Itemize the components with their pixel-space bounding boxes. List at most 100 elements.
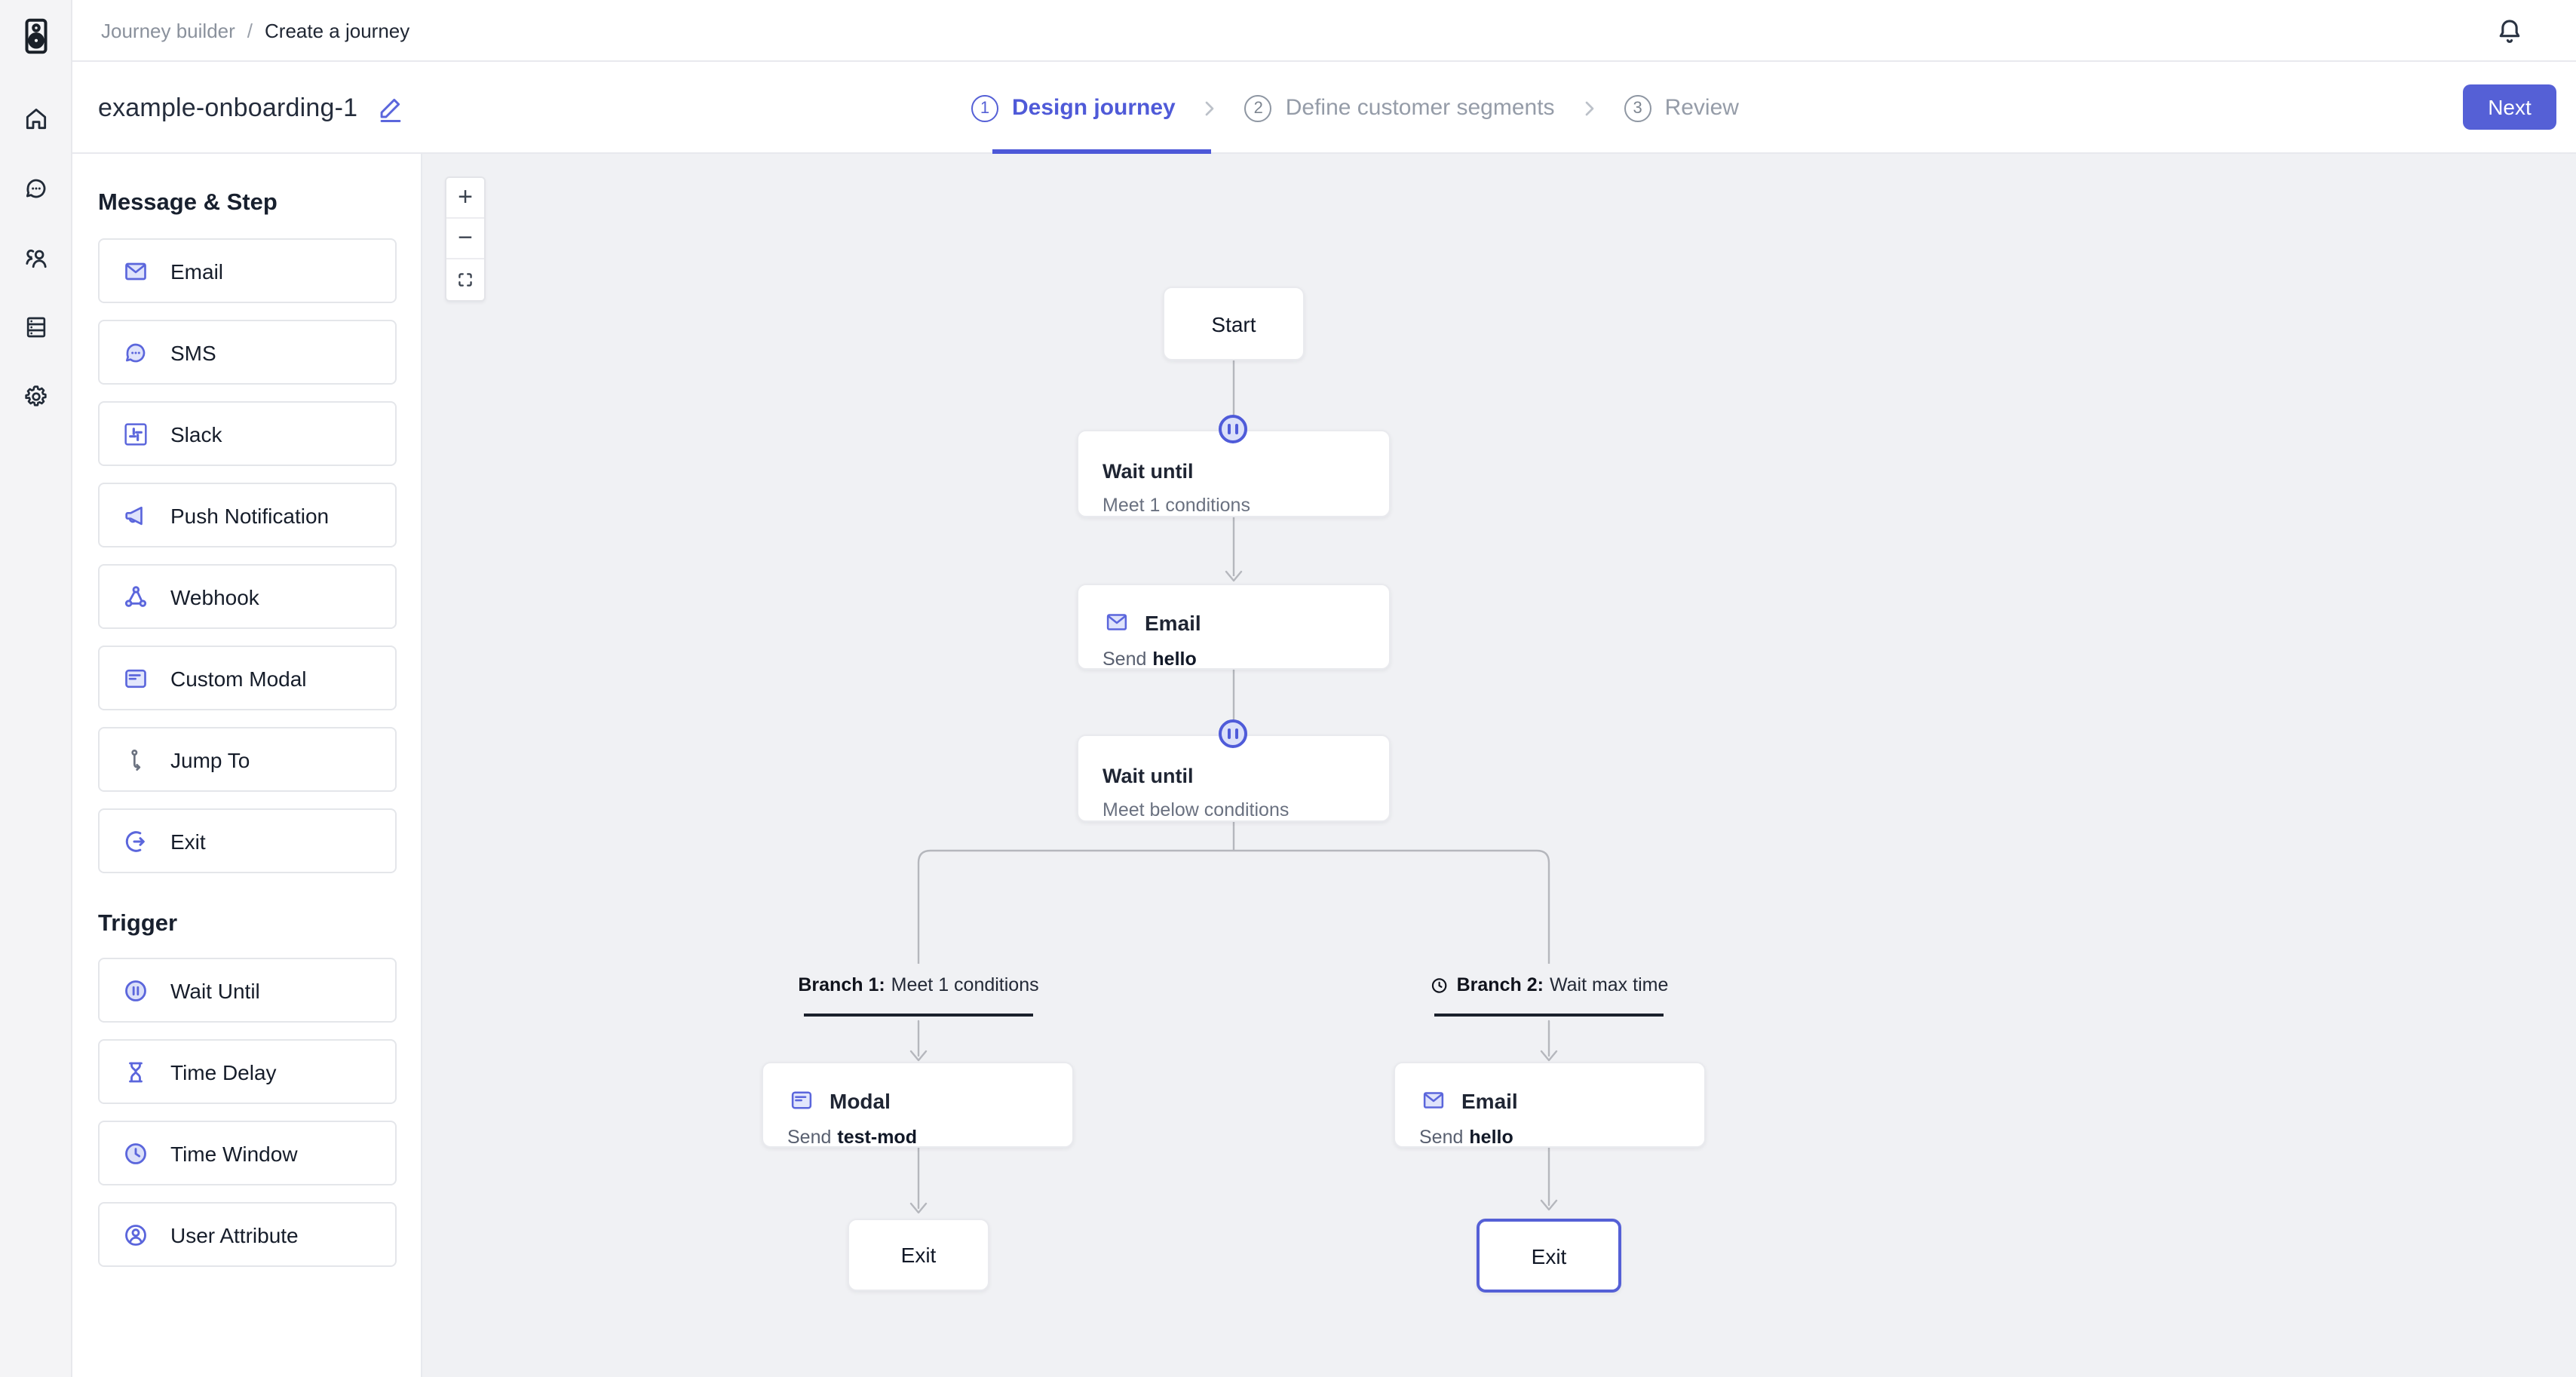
node-start[interactable]: Start [1163, 287, 1305, 360]
breadcrumb-separator: / [247, 19, 253, 41]
hourglass-icon [129, 1061, 143, 1082]
fit-view-button[interactable] [446, 259, 484, 300]
node-subtitle-value: hello [1469, 1127, 1513, 1148]
slack-icon [124, 422, 147, 445]
palette-item-sms[interactable]: SMS [98, 320, 397, 385]
modal-window-icon [125, 668, 146, 688]
active-step-underline [992, 149, 1211, 154]
palette-item-push-notification[interactable]: Push Notification [98, 483, 397, 547]
journey-canvas[interactable]: + − Start Wait until Meet 1 conditions [422, 154, 2576, 1377]
node-title: Email [1145, 610, 1201, 634]
zoom-in-button[interactable]: + [446, 178, 484, 219]
flow-connectors [909, 360, 1558, 1214]
palette-item-label: Wait Until [170, 978, 260, 1002]
email-envelope-icon [1423, 1092, 1444, 1109]
modal-window-icon [791, 1091, 812, 1109]
palette-item-jump-to[interactable]: Jump To [98, 727, 397, 792]
zoom-out-button[interactable]: − [446, 219, 484, 259]
pause-circle-icon [1219, 415, 1247, 443]
email-envelope-icon [125, 262, 146, 280]
node-exit-1[interactable]: Exit [848, 1219, 989, 1291]
palette-item-label: User Attribute [170, 1222, 299, 1247]
palette-item-label: Time Delay [170, 1060, 277, 1084]
users-icon[interactable] [11, 234, 60, 282]
step-label: Design journey [1012, 95, 1176, 121]
palette-item-label: Jump To [170, 747, 250, 771]
stepper: 1 Design journey 2 Define customer segme… [971, 62, 1739, 154]
step-design-journey[interactable]: 1 Design journey [971, 94, 1176, 121]
branch-2-underline [1434, 1014, 1664, 1017]
clock-icon [1431, 977, 1447, 992]
node-title: Wait until [1102, 460, 1194, 483]
palette-item-label: Slack [170, 422, 222, 446]
palette-item-label: Time Window [170, 1141, 298, 1165]
node-wait-until-2[interactable]: Wait until Meet below conditions [1077, 735, 1391, 822]
node-subtitle-prefix: Send [1102, 649, 1147, 670]
palette-item-user-attribute[interactable]: User Attribute [98, 1202, 397, 1267]
settings-gear-icon[interactable] [11, 373, 60, 421]
step-review[interactable]: 3 Review [1624, 94, 1739, 121]
palette-section-title: Message & Step [98, 190, 278, 216]
palette-item-webhook[interactable]: Webhook [98, 564, 397, 629]
chevron-right-icon [1198, 96, 1222, 120]
palette-item-custom-modal[interactable]: Custom Modal [98, 646, 397, 710]
palette-item-label: Push Notification [170, 503, 330, 527]
step-number: 1 [971, 94, 998, 121]
node-subtitle: Meet 1 conditions [1102, 495, 1250, 516]
palette-item-time-delay[interactable]: Time Delay [98, 1039, 397, 1104]
palette-item-time-window[interactable]: Time Window [98, 1121, 397, 1185]
megaphone-icon [125, 505, 143, 525]
step-define-customer-segments[interactable]: 2 Define customer segments [1244, 94, 1555, 121]
palette-item-slack[interactable]: Slack [98, 401, 397, 466]
step-label: Define customer segments [1285, 95, 1555, 121]
step-number: 3 [1624, 94, 1651, 121]
node-subtitle: Meet below conditions [1102, 799, 1290, 820]
node-subtitle-prefix: Send [1419, 1127, 1464, 1148]
palette-item-label: Exit [170, 829, 206, 853]
node-title: Modal [830, 1088, 891, 1112]
branch-1-underline [804, 1014, 1033, 1017]
branch-label-bold: Branch 1: [798, 974, 885, 995]
step-label: Review [1664, 95, 1739, 121]
palette-item-email[interactable]: Email [98, 238, 397, 303]
palette-section-title: Trigger [98, 911, 178, 937]
step-number: 2 [1244, 94, 1272, 121]
home-icon[interactable] [11, 95, 60, 143]
branch-2-label: Branch 2: Wait max time [1430, 974, 1669, 995]
breadcrumb-parent[interactable]: Journey builder [101, 19, 235, 41]
next-button[interactable]: Next [2463, 84, 2556, 130]
journey-header: example-onboarding-1 1 Design journey 2 … [72, 62, 2576, 154]
chat-bubble-icon[interactable] [11, 164, 60, 213]
node-subtitle-value: test-mod [837, 1127, 917, 1148]
node-label: Exit [900, 1243, 937, 1267]
clock-icon [125, 1142, 146, 1164]
email-envelope-icon [1106, 614, 1127, 630]
node-title: Email [1461, 1088, 1518, 1112]
palette-item-label: Email [170, 259, 224, 283]
speaker-logo [13, 14, 58, 59]
branch-label-text: Wait max time [1549, 974, 1669, 995]
node-subtitle-prefix: Send [787, 1127, 832, 1148]
journey-name: example-onboarding-1 [98, 94, 358, 122]
palette-item-wait-until[interactable]: Wait Until [98, 958, 397, 1023]
node-wait-until-1[interactable]: Wait until Meet 1 conditions [1077, 430, 1391, 517]
pause-circle-icon [125, 980, 146, 1001]
step-palette-sidebar: Message & Step Email SMS Slack [72, 154, 422, 1377]
chevron-right-icon [1578, 96, 1602, 120]
data-list-icon[interactable] [11, 303, 60, 351]
node-title: Wait until [1102, 765, 1194, 787]
fit-view-icon [458, 273, 472, 287]
palette-item-label: Custom Modal [170, 666, 307, 690]
node-subtitle-value: hello [1152, 649, 1197, 670]
pencil-edit-icon[interactable] [374, 92, 407, 125]
node-exit-2-selected[interactable]: Exit [1477, 1219, 1621, 1293]
palette-item-exit[interactable]: Exit [98, 808, 397, 873]
node-label: Exit [1531, 1244, 1567, 1268]
user-circle-icon [125, 1224, 146, 1245]
jump-to-icon [131, 749, 141, 770]
canvas-zoom-controls: + − [445, 176, 486, 302]
notification-bell-icon[interactable] [2493, 15, 2526, 48]
